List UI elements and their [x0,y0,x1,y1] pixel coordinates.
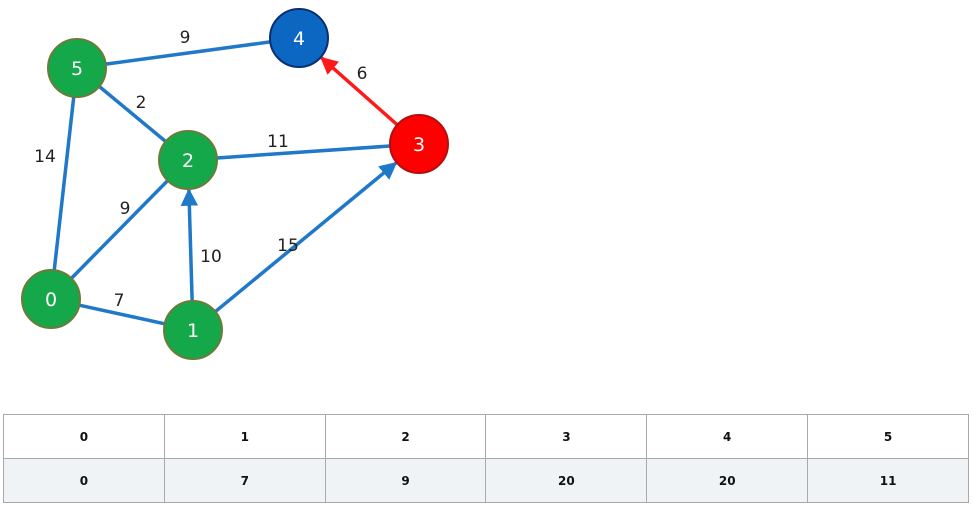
edge-2-3 [216,144,391,160]
edge-5-0 [52,96,76,271]
value-cell-2: 9 [324,458,487,503]
node-circle [21,269,81,329]
edge-5-4 [105,40,271,66]
edge-5-2 [98,85,167,143]
node-5: 5 [47,38,107,98]
table-header-row: 0 1 2 3 4 5 [3,414,969,459]
nodes-layer: 0 1 2 3 4 5 [21,8,449,360]
header-cell-2: 2 [324,414,487,459]
header-cell-5: 5 [807,414,969,459]
edge-weight-label: 2 [136,93,147,113]
edge-weight-label: 7 [114,291,125,311]
edge-3-4 [320,56,399,127]
header-cell-0: 0 [3,414,165,459]
value-cell-3: 20 [485,458,648,503]
value-cell-1: 7 [163,458,326,503]
edge-labels-layer: 9 2 14 11 9 10 7 15 6 [34,28,367,311]
node-2: 2 [158,130,218,190]
table-value-row: 0 7 9 20 20 11 [3,458,969,503]
node-circle [269,8,329,68]
header-cell-4: 4 [646,414,809,459]
value-cell-5: 11 [807,458,969,503]
edge-weight-label: 10 [200,247,222,267]
edge-1-3 [214,161,398,313]
node-circle [158,130,218,190]
node-circle [47,38,107,98]
edge-1-2 [180,188,199,302]
edge-weight-label: 11 [267,132,289,152]
distance-table: 0 1 2 3 4 5 0 7 9 20 20 11 [3,414,969,503]
edge-weight-label: 6 [357,64,368,84]
edge-weight-label: 15 [277,236,299,256]
node-4: 4 [269,8,329,68]
node-label: 4 [293,28,305,50]
graph-diagram: 9 2 14 11 9 10 7 15 6 0 1 2 3 4 5 [21,8,449,360]
value-cell-4: 20 [646,458,809,503]
node-circle [389,114,449,174]
node-circle [163,300,223,360]
edges-layer [52,40,399,326]
node-label: 5 [71,58,83,80]
header-cell-1: 1 [163,414,326,459]
edge-0-1 [78,303,166,326]
node-label: 1 [187,320,199,342]
node-label: 0 [45,289,57,311]
node-0: 0 [21,269,81,329]
node-1: 1 [163,300,223,360]
node-3: 3 [389,114,449,174]
edge-0-2 [70,179,169,280]
node-label: 3 [413,134,425,156]
value-cell-0: 0 [3,458,165,503]
edge-weight-label: 9 [120,199,131,219]
edge-weight-label: 9 [180,28,191,48]
edge-weight-label: 14 [34,147,56,167]
header-cell-3: 3 [485,414,648,459]
node-label: 2 [182,150,194,172]
